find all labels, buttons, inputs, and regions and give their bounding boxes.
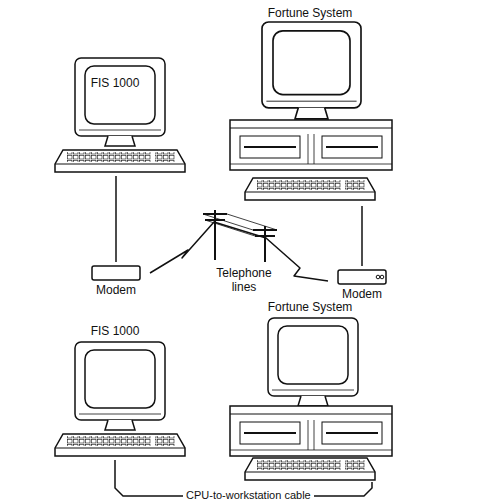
device-label: Fortune System	[221, 300, 399, 314]
connector-line	[361, 206, 363, 266]
computer-node: Fortune System	[221, 298, 399, 482]
device-label: Fortune System	[221, 6, 399, 20]
device-label: FIS 1000	[41, 324, 189, 338]
device-label: FIS 1000	[41, 76, 189, 90]
computer-node: FIS 1000	[41, 320, 189, 460]
device-label: Modem	[328, 287, 396, 301]
edge-label: CPU-to-workstation cable	[183, 489, 314, 502]
edge-label: Telephone lines	[206, 266, 282, 294]
modem-node: Modem	[82, 262, 150, 300]
connector-line	[115, 176, 117, 262]
computer-node: Fortune System	[221, 2, 399, 206]
device-label: Modem	[82, 283, 150, 297]
modem-node: Modem	[328, 266, 396, 304]
computer-node: FIS 1000	[41, 36, 189, 176]
